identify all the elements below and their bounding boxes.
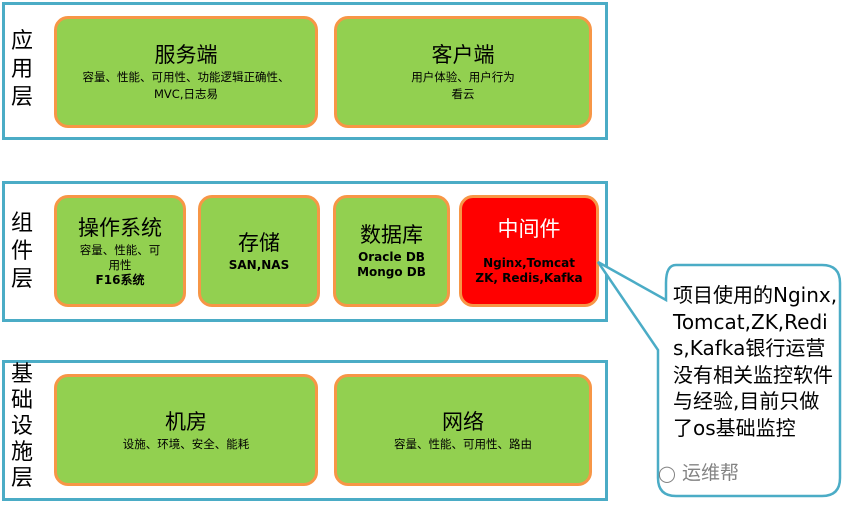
box-title: 网络 <box>442 409 484 434</box>
component-layer-label: 组 件 层 <box>8 210 36 294</box>
box-desc-bold: Oracle DB <box>358 250 425 264</box>
box-title: 数据库 <box>360 223 423 247</box>
box-desc: 看云 <box>451 87 475 101</box>
box-title: 存储 <box>238 230 280 255</box>
label-char: 层 <box>10 267 33 292</box>
label-char: 组 <box>10 211 33 236</box>
box-desc: MVC,日志易 <box>154 87 218 101</box>
client-side-box: 客户端 用户体验、用户行为 看云 <box>334 16 592 128</box>
label-char: 设 <box>10 414 33 439</box>
box-desc-bold: Nginx,Tomcat <box>483 256 575 270</box>
chat-icon: ◯ <box>658 464 676 483</box>
box-desc: 容量、性能、可用性、路由 <box>394 436 532 451</box>
callout-shape <box>596 260 842 498</box>
watermark-text: 运维帮 <box>681 462 739 484</box>
machine-room-box: 机房 设施、环境、安全、能耗 <box>54 374 318 486</box>
label-char: 层 <box>10 85 33 110</box>
box-title: 服务端 <box>154 43 218 67</box>
box-desc-bold: F16系统 <box>95 272 145 287</box>
box-title: 中间件 <box>497 217 561 241</box>
box-desc: 用性 <box>108 257 132 272</box>
box-desc: 容量、性能、可 <box>79 242 161 257</box>
watermark: ◯ 运维帮 <box>658 458 739 485</box>
box-desc: 用户体验、用户行为 <box>411 70 515 84</box>
network-box: 网络 容量、性能、可用性、路由 <box>334 374 592 486</box>
database-box: 数据库 Oracle DB Mongo DB <box>333 195 450 307</box>
label-char: 基 <box>10 362 33 387</box>
box-desc-bold: ZK, Redis,Kafka <box>475 271 583 285</box>
box-desc-bold: Mongo DB <box>357 265 426 279</box>
operating-system-box: 操作系统 容量、性能、可 用性 F16系统 <box>54 195 186 307</box>
label-char: 施 <box>10 440 33 465</box>
middleware-box: 中间件 Nginx,Tomcat ZK, Redis,Kafka <box>459 195 599 307</box>
box-desc-bold: SAN,NAS <box>228 257 290 272</box>
application-layer-label: 应 用 层 <box>8 28 36 112</box>
box-desc: 设施、环境、安全、能耗 <box>122 436 250 451</box>
label-char: 层 <box>10 466 33 491</box>
storage-box: 存储 SAN,NAS <box>198 195 320 307</box>
box-desc: 容量、性能、可用性、功能逻辑正确性、 <box>82 70 290 84</box>
box-title: 机房 <box>165 409 207 434</box>
label-char: 应 <box>10 29 33 54</box>
label-char: 础 <box>10 388 33 413</box>
box-title: 客户端 <box>431 43 495 67</box>
server-side-box: 服务端 容量、性能、可用性、功能逻辑正确性、 MVC,日志易 <box>54 16 318 128</box>
infrastructure-layer-label: 基 础 设 施 层 <box>8 362 36 492</box>
label-char: 件 <box>10 239 33 264</box>
callout-text: 项目使用的Nginx,Tomcat,ZK,Redis,Kafka银行运营没有相关… <box>673 283 838 440</box>
label-char: 用 <box>10 57 33 82</box>
box-title: 操作系统 <box>78 215 162 240</box>
